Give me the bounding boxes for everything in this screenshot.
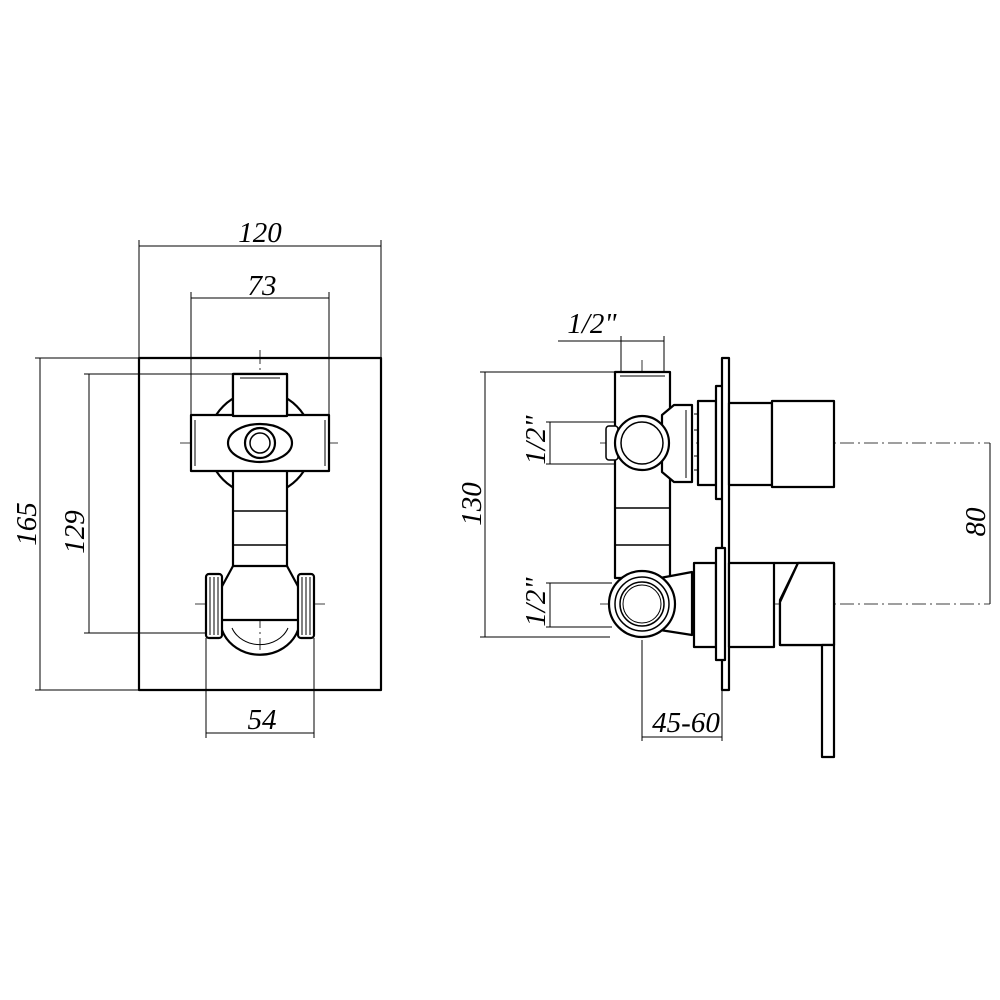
upper-inlet xyxy=(613,414,671,472)
dim-wall-depth-label: 45-60 xyxy=(652,707,720,739)
dim-inner-height-label: 129 xyxy=(59,510,91,554)
side-view: 1/2" 130 1/2" 1/2" 80 xyxy=(456,308,992,759)
dim-width-label: 120 xyxy=(238,217,282,249)
dim-width: 120 xyxy=(138,217,382,358)
dim-control-spacing-label: 73 xyxy=(248,270,277,302)
dim-pipe-top: 1/2" xyxy=(558,308,665,372)
dim-axis-spacing: 80 xyxy=(960,443,992,604)
lower-inlet xyxy=(607,569,677,639)
lower-cartridge xyxy=(692,561,718,649)
dim-inner-height: 129 xyxy=(59,373,233,634)
front-view: 120 73 165 129 54 xyxy=(11,217,383,738)
dim-axis-spacing-label: 80 xyxy=(960,507,992,537)
dim-outlet-spacing: 54 xyxy=(205,638,315,738)
dim-body-height: 130 xyxy=(456,371,615,638)
lower-connector xyxy=(218,564,302,622)
upper-connector xyxy=(660,403,694,484)
lower-outlet-ring-inner xyxy=(231,627,289,646)
body-stem xyxy=(231,460,289,574)
diverter-knob xyxy=(770,399,836,489)
lower-outlet-ring xyxy=(220,629,300,656)
right-fitting xyxy=(296,572,316,640)
center-cap-bore xyxy=(249,432,271,454)
dim-body-height-label: 130 xyxy=(456,482,488,526)
dim-control-spacing: 73 xyxy=(190,270,330,415)
upper-sleeve xyxy=(727,401,774,487)
lower-inlet-ring xyxy=(614,576,670,632)
dim-inlet-lower: 1/2" xyxy=(520,577,612,628)
cover-plate-side xyxy=(720,356,731,692)
upper-inlet-bore xyxy=(620,421,664,465)
dim-outlet-spacing-label: 54 xyxy=(248,704,277,736)
lever-arm xyxy=(820,643,836,759)
upper-cartridge-back xyxy=(696,399,718,487)
dim-inlet-upper: 1/2" xyxy=(520,415,615,465)
dim-height-label: 165 xyxy=(11,502,43,546)
dim-wall-depth: 45-60 xyxy=(641,640,723,741)
side-body-pipe xyxy=(613,370,672,580)
dim-height: 165 xyxy=(11,357,139,691)
dim-inlet-upper-label: 1/2" xyxy=(520,415,552,465)
lower-wall-plate xyxy=(714,546,727,662)
lower-sleeve xyxy=(727,561,776,649)
dim-pipe-top-label: 1/2" xyxy=(567,308,617,340)
left-fitting xyxy=(204,572,224,640)
lower-inlet-bore xyxy=(619,581,665,627)
dim-inlet-lower-label: 1/2" xyxy=(520,577,552,627)
